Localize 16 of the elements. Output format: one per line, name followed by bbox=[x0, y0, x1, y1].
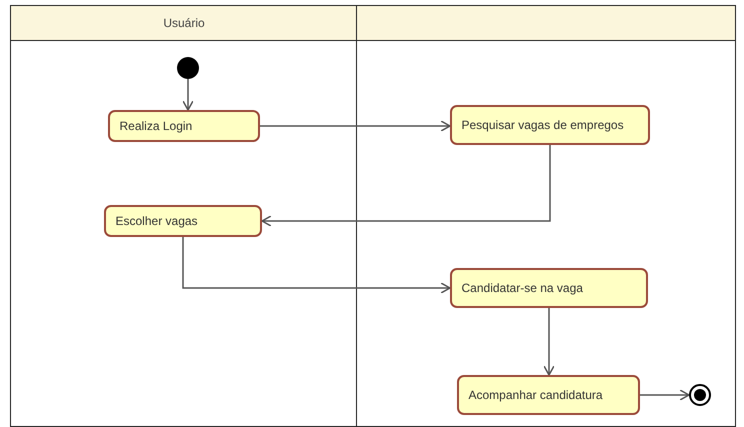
lane-header: Usuário bbox=[11, 6, 357, 41]
activity-box: Acompanhar candidatura bbox=[456, 374, 640, 414]
activity-box: Pesquisar vagas de empregos bbox=[450, 104, 650, 144]
activity-box: Escolher vagas bbox=[104, 204, 262, 236]
arrow bbox=[182, 79, 194, 111]
start-node bbox=[176, 56, 198, 78]
arrow bbox=[261, 145, 551, 227]
end-node bbox=[688, 384, 710, 406]
arrow bbox=[182, 237, 451, 294]
arrow bbox=[640, 389, 690, 401]
arrow bbox=[543, 308, 555, 376]
swimlane bbox=[10, 5, 358, 427]
activity-box: Candidatar-se na vaga bbox=[450, 268, 648, 308]
swimlane bbox=[356, 5, 736, 427]
arrow bbox=[260, 120, 451, 132]
activity-box: Realiza Login bbox=[108, 110, 260, 142]
